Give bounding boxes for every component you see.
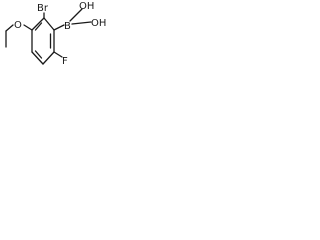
ring-bond-c4-c5 (31, 51, 44, 65)
benzene-ring (31, 17, 55, 65)
bond-c1-boron (53, 24, 65, 31)
bond-c6-fluorine (53, 51, 63, 58)
hydroxyl-label-upper: OH (79, 1, 94, 12)
bond-ether-oxygen-ch2 (5, 24, 14, 32)
ring-bond-c2-c3 (31, 17, 45, 31)
fluorine-label: F (62, 56, 68, 67)
bromine-label: Br (37, 3, 49, 14)
ring-double-bond-inner-2 (34, 50, 43, 59)
bond-c3-ether-oxygen (23, 24, 33, 31)
chemical-structure: Br B OH OH O F (5, 1, 106, 67)
ring-bond-c1-c2 (43, 17, 55, 31)
bond-boron-oh-upper (69, 8, 83, 22)
ring-bond-c5-c6 (42, 51, 55, 65)
boron-label: B (64, 21, 71, 32)
ring-double-bond-inner-1 (34, 22, 43, 31)
ether-oxygen-label: O (14, 20, 22, 31)
bond-boron-oh-lower (71, 21, 92, 25)
hydroxyl-label-lower: OH (91, 18, 106, 29)
